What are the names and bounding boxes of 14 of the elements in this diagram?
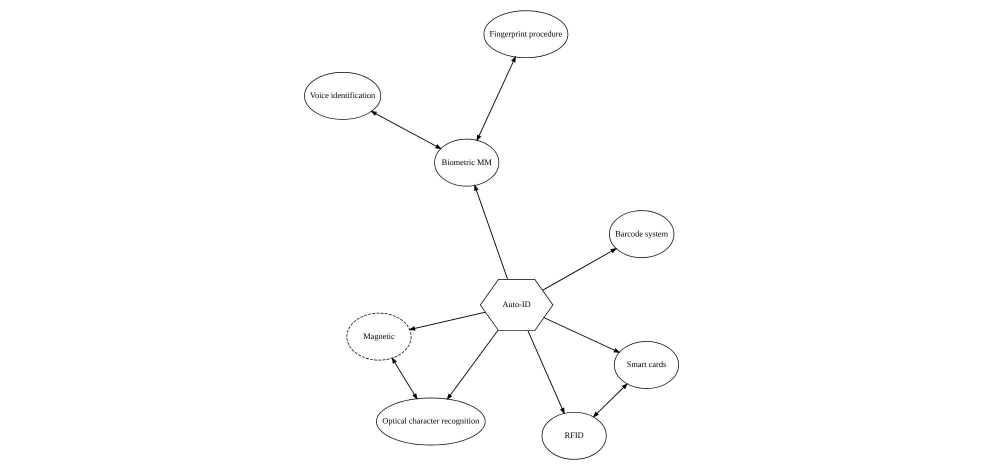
arrow xyxy=(592,383,628,418)
arrow xyxy=(370,110,442,150)
node-ellipse: Optical character recognition xyxy=(376,398,486,446)
node-ellipse: Voice identification xyxy=(304,72,381,120)
arrow xyxy=(474,184,508,280)
arrow xyxy=(526,330,564,414)
arrow xyxy=(391,357,418,400)
node-ellipse: Fingerprint procedure xyxy=(483,10,568,58)
arrow xyxy=(543,317,620,353)
node-ellipse: Magnetic xyxy=(346,312,411,360)
arrow xyxy=(476,56,516,142)
arrow xyxy=(542,248,617,291)
arrow xyxy=(408,312,486,331)
arrow xyxy=(446,330,498,400)
